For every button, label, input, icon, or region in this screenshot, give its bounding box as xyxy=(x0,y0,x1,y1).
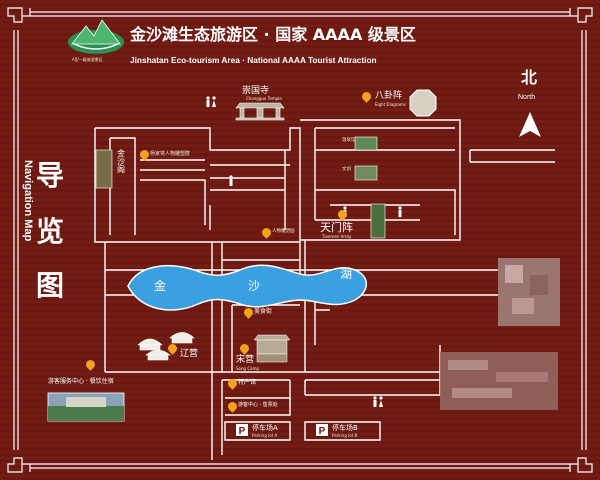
label-visitor-center: 游客服务中心 · 餐饮住宿 xyxy=(48,378,114,385)
logo-caption: A型一级旅游景区 xyxy=(72,57,103,62)
label-songying: 宋营 xyxy=(236,355,255,365)
photo-thumbnail xyxy=(354,165,378,181)
label-bagua-en: Eight Diagrams xyxy=(375,102,406,107)
side-title-char-2: 览 xyxy=(36,215,65,248)
label-tianmen: 天门阵 xyxy=(320,221,353,234)
song-camp-building-icon xyxy=(253,334,291,363)
label-wenchuang: 文创 xyxy=(342,167,351,172)
label-wenquan: 温泉馆 xyxy=(342,138,356,143)
north-arrow-icon xyxy=(519,112,541,137)
bagua-octagon-icon xyxy=(409,89,437,117)
photo-thumbnails xyxy=(47,136,386,422)
label-jinsha-pavilion: 金沙阁 xyxy=(117,149,125,174)
label-parking-b: 停车场B xyxy=(332,424,358,432)
lake-label-2: 沙 xyxy=(248,279,261,293)
lake-label-1: 金 xyxy=(154,279,167,293)
label-chongguo-temple-en: Chongguo Temple xyxy=(246,96,282,101)
label-parking-a: 停车场A xyxy=(252,424,278,432)
label-yangjia: 杨家将人物雕塑群 xyxy=(150,151,191,157)
photo-thumbnail xyxy=(370,203,386,239)
label-meishijie: 美食街 xyxy=(254,308,273,315)
side-title-char-1: 导 xyxy=(36,159,65,192)
label-renwu: 人物雕塑园 xyxy=(272,229,295,234)
parking-p: P xyxy=(319,426,326,437)
visitor-center-photo-ground xyxy=(48,406,124,421)
photo-thumbnail xyxy=(95,149,113,189)
visitor-center-photo-building xyxy=(66,397,106,407)
parking-icon xyxy=(236,424,248,436)
label-chongguo-temple: 崇国寺 xyxy=(242,86,270,96)
compass-label-en: North xyxy=(518,94,536,101)
label-tianmen-en: Tianmen Array xyxy=(322,234,352,239)
temple-gate-icon xyxy=(235,102,285,121)
label-parking-b-en: Parking lot B xyxy=(332,433,358,438)
label-songying-en: Song Camp xyxy=(236,366,260,371)
pixelated-qr-area xyxy=(440,258,560,410)
parking-icon xyxy=(316,424,328,436)
label-liaoying: 辽营 xyxy=(180,349,199,359)
side-title-en: Navigation Map xyxy=(22,160,34,242)
side-title-char-3: 图 xyxy=(36,269,65,302)
label-parking-a-en: Parking lot A xyxy=(252,433,278,438)
parking-icons: P P xyxy=(236,424,328,437)
yurt-icons xyxy=(137,332,195,361)
logo-icon xyxy=(68,19,124,54)
photo-thumbnail xyxy=(354,136,378,151)
decorative-frame xyxy=(7,7,593,473)
header-title-cn: 金沙滩生态旅游区 · 国家 AAAA 级景区 xyxy=(130,25,416,44)
compass-label-cn: 北 xyxy=(521,68,538,87)
header-title-en: Jinshatan Eco-tourism Area · National AA… xyxy=(130,55,377,65)
parking-p: P xyxy=(239,426,246,437)
label-techanguan: 特产馆 xyxy=(238,379,257,386)
lake-label-3: 湖 xyxy=(340,267,353,281)
label-bagua: 八卦阵 xyxy=(375,91,403,101)
lake xyxy=(127,264,367,311)
label-center2: 游客中心 · 售票处 xyxy=(238,402,278,408)
road-network xyxy=(94,119,560,460)
